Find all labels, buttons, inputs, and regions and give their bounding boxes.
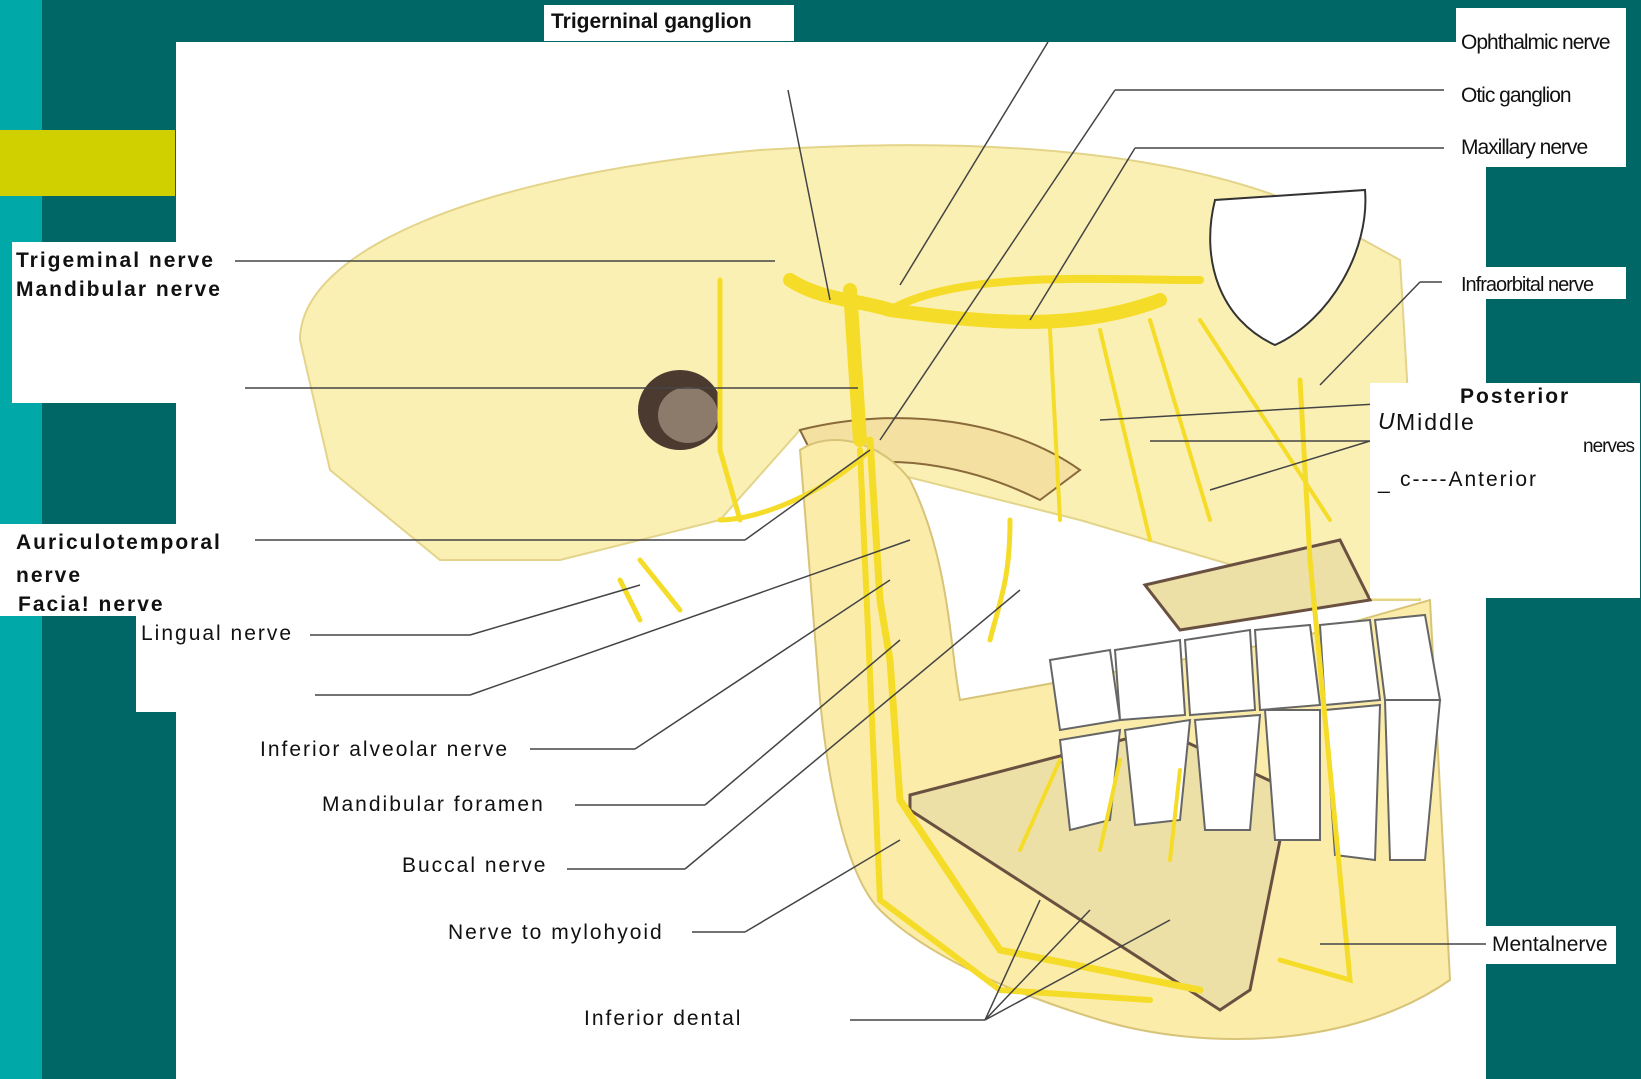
label-anterior-marker: _ bbox=[1378, 472, 1390, 493]
label-mental-nerve: Mentalnerve bbox=[1492, 934, 1608, 955]
label-buccal-nerve: Buccal nerve bbox=[402, 855, 547, 876]
label-trigeminal-ganglion: Trigerninal ganglion bbox=[551, 11, 752, 32]
label-inferior-alveolar-nerve: Inferior alveolar nerve bbox=[260, 739, 509, 760]
label-mandibular-nerve: Mandibular nerve bbox=[16, 279, 222, 300]
label-middle: Middle bbox=[1396, 411, 1476, 434]
label-posterior: Posterior bbox=[1460, 386, 1570, 407]
label-anterior: c----Anterior bbox=[1400, 469, 1538, 490]
label-auriculotemporal-line2: nerve bbox=[16, 565, 82, 586]
label-maxillary-nerve: Maxillary nerve bbox=[1461, 137, 1587, 158]
label-auriculotemporal: Auriculotemporal bbox=[16, 532, 222, 553]
label-inferior-dental: Inferior dental bbox=[584, 1008, 742, 1029]
label-middle-marker: U bbox=[1378, 410, 1395, 433]
label-ophthalmic-nerve: Ophthalmic nerve bbox=[1461, 32, 1610, 53]
label-otic-ganglion: Otic ganglion bbox=[1461, 85, 1571, 106]
label-lingual-nerve: Lingual nerve bbox=[141, 623, 293, 644]
label-infraorbital-nerve: Infraorbital nerve bbox=[1461, 275, 1593, 295]
label-nerve-to-mylohyoid: Nerve to mylohyoid bbox=[448, 922, 664, 943]
label-trigeminal-nerve: Trigeminal nerve bbox=[16, 250, 215, 271]
label-facial-nerve: Facia! nerve bbox=[18, 594, 165, 615]
label-mandibular-foramen: Mandibular foramen bbox=[322, 794, 545, 815]
label-nerves: nerves bbox=[1583, 437, 1634, 456]
